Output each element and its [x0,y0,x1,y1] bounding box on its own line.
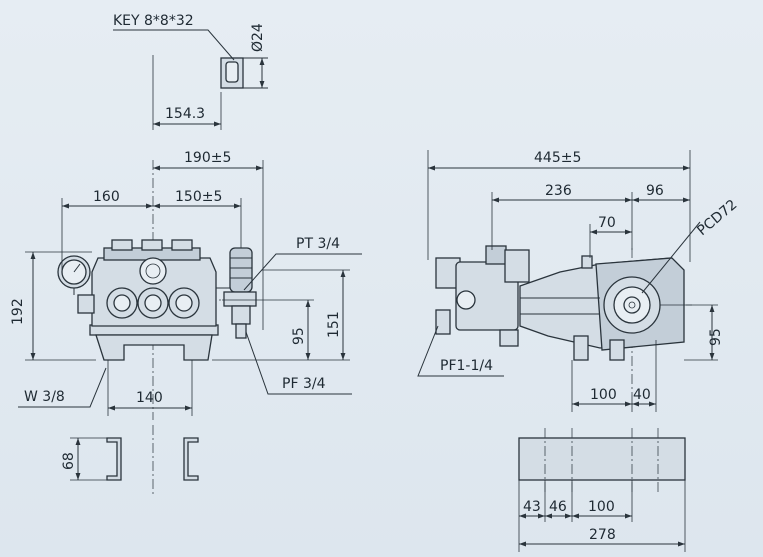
length-70-label: 70 [598,215,616,231]
height-192-label: 192 [10,298,26,325]
shaft-diameter-label: Ø24 [250,23,266,52]
width-190-label: 190±5 [184,150,231,166]
height-68-label: 68 [61,452,77,470]
height-95-side-label: 95 [708,328,724,346]
length-40-label: 40 [633,387,651,403]
side-view: 445±5 236 96 70 PCD72 95 PF1-1/4 100 40 [417,150,740,412]
length-96-label: 96 [646,183,664,199]
length-100-side-label: 100 [590,387,617,403]
length-445-label: 445±5 [534,150,581,166]
shaft-key-detail: Ø24 KEY 8*8*32 154.3 [113,13,268,130]
height-95-front-label: 95 [291,327,307,345]
key-label: KEY 8*8*32 [113,13,194,29]
w-38-label: W 3/8 [24,389,65,405]
shaft-length-label: 154.3 [165,106,205,122]
pt-port-label: PT 3/4 [296,236,340,252]
length-278-label: 278 [589,527,616,543]
base-plate-detail: 43 46 100 278 [518,428,686,552]
front-view: 192 190±5 160 150±5 PT 3/4 95 151 PF 3/4… [10,150,362,420]
width-160-label: 160 [93,189,120,205]
height-151-label: 151 [326,311,342,338]
base-rail-detail: 68 [61,425,199,495]
width-150-label: 150±5 [175,189,222,205]
length-236-label: 236 [545,183,572,199]
length-100-base-label: 100 [588,499,615,515]
pcd-label: PCD72 [694,197,740,239]
pf-114-port-label: PF1-1/4 [440,358,493,374]
pf-34-port-label: PF 3/4 [282,376,326,392]
length-43-label: 43 [523,499,541,515]
width-140-label: 140 [136,390,163,406]
length-46-label: 46 [549,499,567,515]
